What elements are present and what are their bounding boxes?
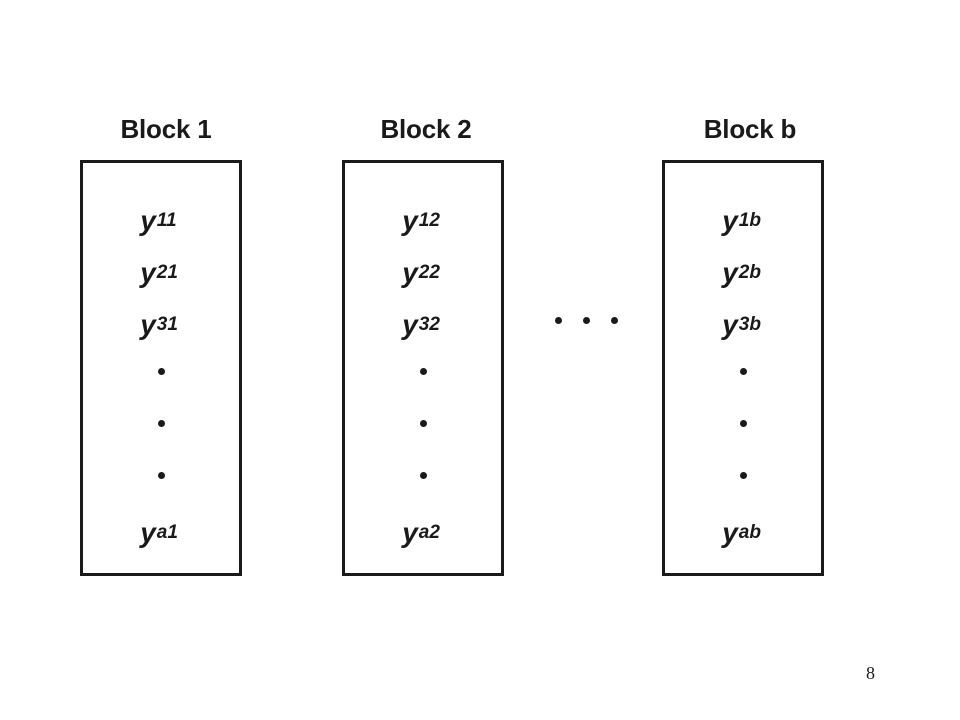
vertical-ellipsis-dot [740, 420, 747, 427]
vertical-ellipsis-dot [158, 472, 165, 479]
page-number: 8 [866, 663, 875, 683]
vertical-ellipsis-dot [158, 420, 165, 427]
block-2-title: Block 2 [380, 114, 472, 144]
vertical-ellipsis-dot [420, 472, 427, 479]
block-1-title: Block 1 [120, 114, 212, 144]
horizontal-ellipsis-dot [583, 317, 590, 324]
vertical-ellipsis-dot [740, 368, 747, 375]
horizontal-ellipsis-dot [611, 317, 618, 324]
horizontal-ellipsis-dot [555, 317, 562, 324]
block-b-title: Block b [703, 114, 797, 144]
vertical-ellipsis-dot [420, 420, 427, 427]
vertical-ellipsis-dot [420, 368, 427, 375]
vertical-ellipsis-dot [740, 472, 747, 479]
vertical-ellipsis-dot [158, 368, 165, 375]
